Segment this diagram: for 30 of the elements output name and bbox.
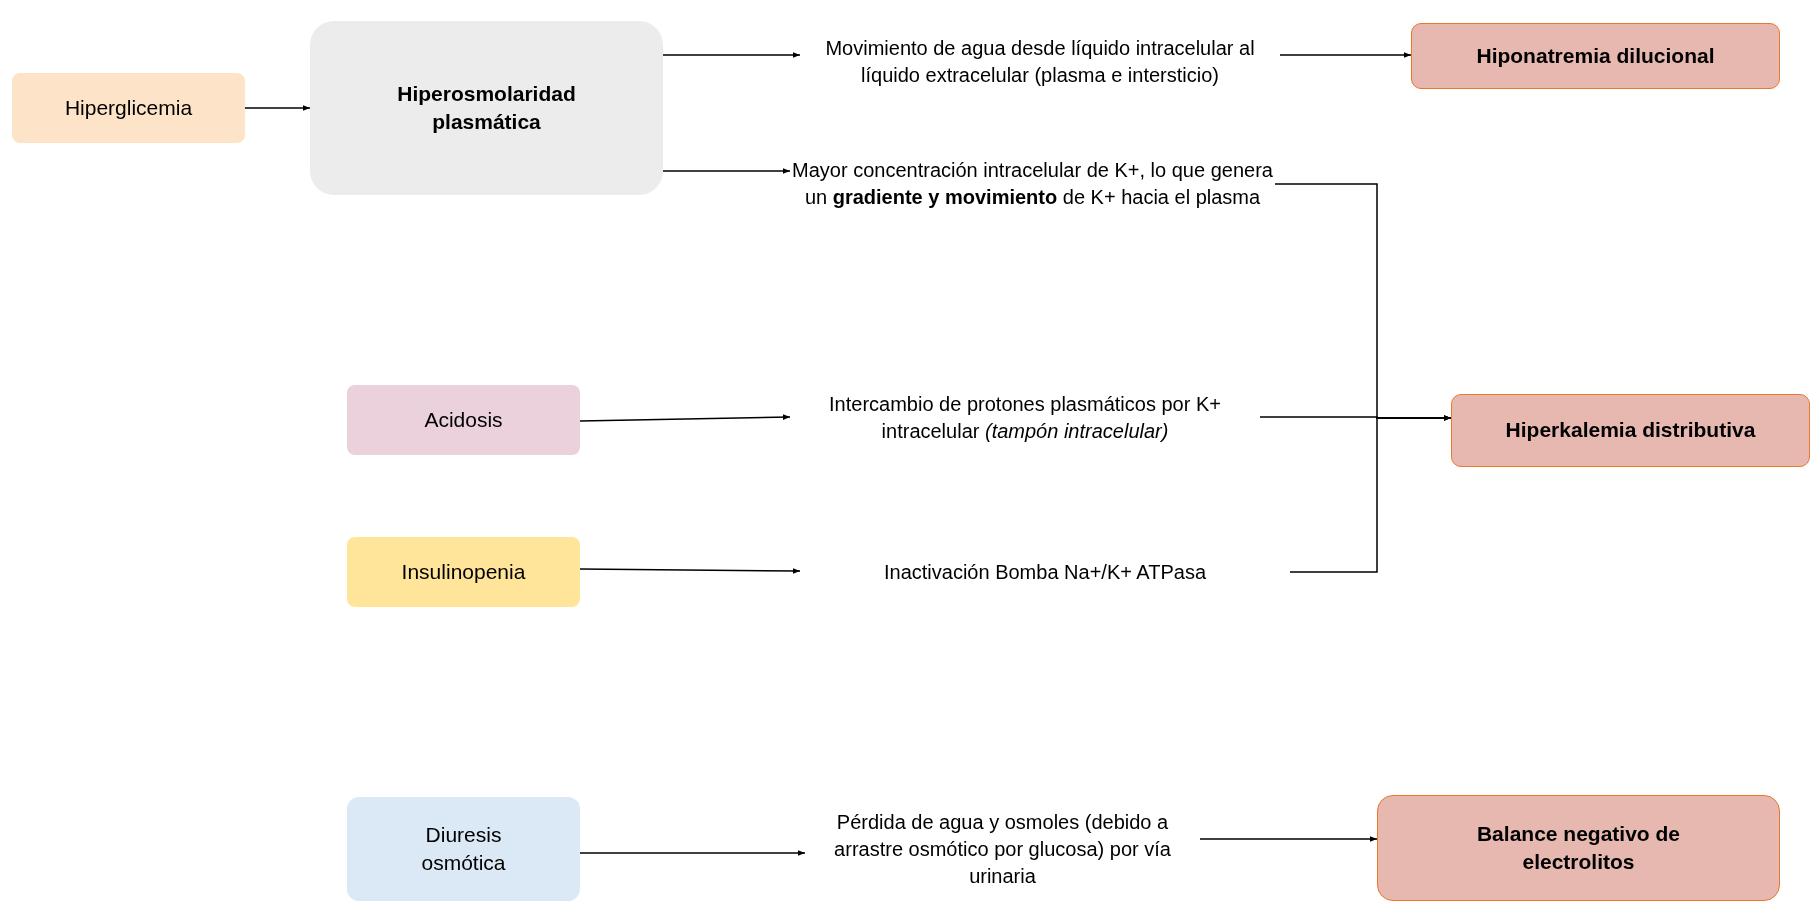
process-box (347, 797, 580, 901)
arrow (1199, 836, 1378, 842)
box-label: Hiperkalemia distributiva (1505, 417, 1756, 444)
description-text: Mayor concentración intracelular de K+, lo que genera un gradiente y movimiento de K+ hacia el plasma (791, 158, 1274, 210)
arrow (244, 105, 311, 111)
process-box (310, 21, 663, 195)
arrow (1279, 52, 1412, 58)
box-label: Diuresis osmótica (420, 821, 507, 876)
description-text: Pérdida de agua y osmoles (debido a arrastre osmótico por glucosa) por vía urinaria (833, 809, 1172, 889)
process-box (347, 537, 580, 607)
box-label: Hiponatremia dilucional (1476, 42, 1715, 69)
arrow (579, 414, 791, 422)
box-label: Insulinopenia (401, 558, 526, 585)
description-text: Movimiento de agua desde líquido intracelular al líquido extracelular (plasma e intersticio) (824, 36, 1256, 88)
process-box (347, 385, 580, 455)
description-text: Inactivación Bomba Na+/K+ ATPasa (884, 559, 1206, 585)
process-box (1377, 795, 1780, 901)
process-box (1411, 23, 1780, 89)
arrow (579, 568, 801, 574)
box-label: Acidosis (424, 406, 503, 433)
process-box (1451, 394, 1810, 467)
description-text: Intercambio de protones plasmáticos por K+ intracelular (tampón intracelular) (828, 392, 1222, 444)
process-box (12, 73, 245, 143)
arrow (662, 52, 801, 58)
arrow (662, 168, 791, 174)
box-label: Hiperglicemia (64, 94, 193, 121)
arrow (579, 850, 806, 856)
arrow (1289, 415, 1452, 573)
box-label: Balance negativo de electrolitos (1475, 820, 1682, 875)
box-label: Hiperosmolaridad plasmática (396, 80, 577, 135)
